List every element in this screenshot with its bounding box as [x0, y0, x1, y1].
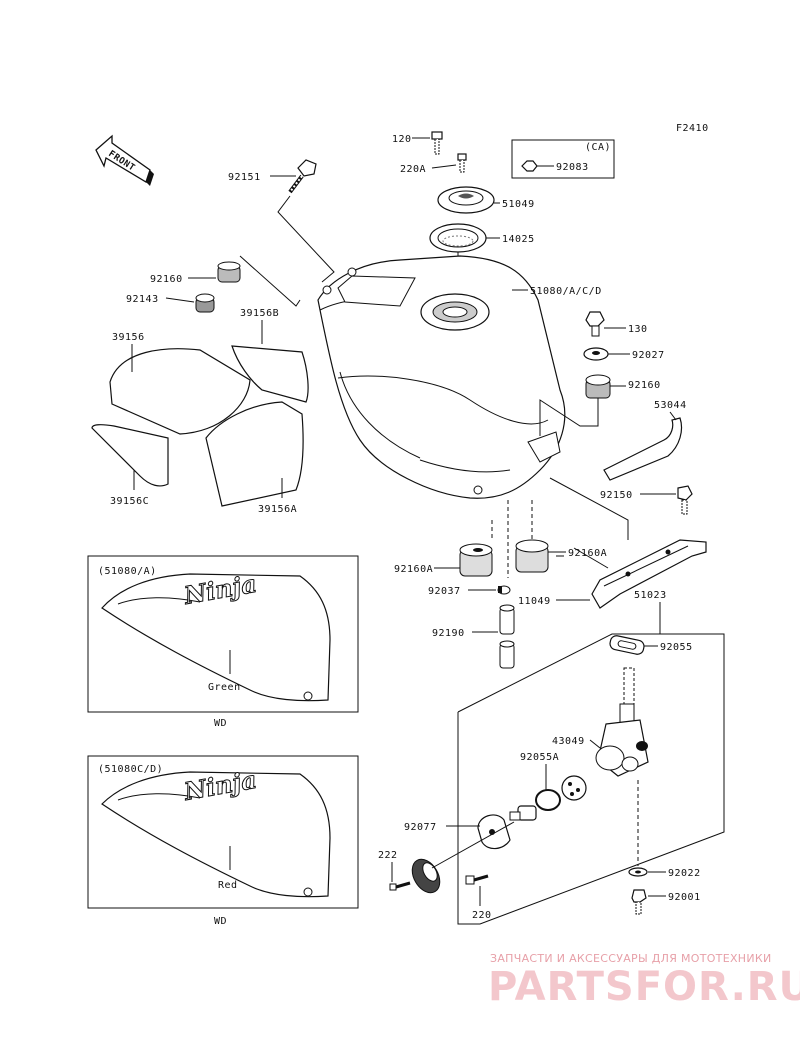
screw-220a-icon: [457, 153, 467, 173]
fuel-tank: [317, 255, 566, 499]
bolt-92001-icon: [631, 889, 647, 915]
pad-39156: [109, 348, 251, 435]
inset-cd-code: (51080C/D): [98, 764, 163, 775]
lever-shaft-icon: [509, 805, 537, 821]
washer-92022-icon: [628, 867, 648, 877]
inset-a-code: (51080/A): [98, 566, 157, 577]
knob-icon: [411, 858, 441, 894]
pad-39156c: [91, 424, 169, 487]
label-92001: 92001: [668, 892, 701, 903]
label-92190: 92190: [432, 628, 465, 639]
label-51023: 51023: [634, 590, 667, 601]
watermark-logo: PARTSFOR.RU: [488, 964, 800, 1010]
hose-92190-icon: [499, 604, 515, 669]
strip-53044: [603, 417, 683, 481]
label-39156: 39156: [112, 332, 145, 343]
label-92027: 92027: [632, 350, 665, 361]
front-arrow-icon: FRONT: [95, 134, 154, 186]
grommet-92160-right-icon: [585, 374, 611, 399]
watermark-tagline: ЗАПЧАСТИ И АКСЕССУАРЫ ДЛЯ МОТОТЕХНИКИ: [490, 952, 772, 965]
label-220A: 220A: [400, 164, 426, 175]
label-39156A: 39156A: [258, 504, 297, 515]
damper-92143-icon: [195, 293, 215, 313]
inset-51080cd: (51080C/D) Ninja Red: [87, 755, 359, 909]
inset-cd-color: Red: [218, 880, 238, 891]
label-92083: 92083: [556, 162, 589, 173]
inset-51080a: (51080/A) Ninja Green: [87, 555, 359, 713]
label-92055: 92055: [660, 642, 693, 653]
bolt-92151-icon: [288, 159, 317, 194]
bolt-120-icon: [431, 131, 443, 155]
label-92160-right: 92160: [628, 380, 661, 391]
bolt-130-icon: [585, 311, 605, 337]
diagram-code: F2410: [676, 123, 709, 134]
label-92037: 92037: [428, 586, 461, 597]
screw-220-icon: [465, 874, 489, 885]
label-92077: 92077: [404, 822, 437, 833]
fuel-cap-51049-icon: [437, 186, 495, 214]
label-120: 120: [392, 134, 412, 145]
inset-a-note: WD: [214, 718, 227, 729]
bolt-92150-icon: [677, 485, 693, 515]
label-92150: 92150: [600, 490, 633, 501]
ca-label: (CA): [585, 142, 611, 153]
gasket-92055-icon: [609, 635, 645, 655]
label-92160A-right: 92160A: [568, 548, 607, 559]
grommet-92160a-left-icon: [459, 543, 493, 577]
label-222: 222: [378, 850, 398, 861]
grommet-92160-left-icon: [217, 261, 241, 283]
label-53044: 53044: [654, 400, 687, 411]
label-220: 220: [472, 910, 492, 921]
label-130: 130: [628, 324, 648, 335]
screw-222-icon: [389, 881, 411, 891]
label-51049: 51049: [502, 199, 535, 210]
label-43049: 43049: [552, 736, 585, 747]
label-51080: 51080/A/C/D: [530, 286, 602, 297]
label-92055A: 92055A: [520, 752, 559, 763]
label-92143: 92143: [126, 294, 159, 305]
clip-92037-icon: [497, 585, 511, 595]
filler-ring-14025-icon: [429, 223, 487, 253]
label-92160A-left: 92160A: [394, 564, 433, 575]
label-92160-left: 92160: [150, 274, 183, 285]
seal-plate-icon: [561, 775, 587, 801]
oring-92055a-icon: [535, 789, 561, 811]
label-14025: 14025: [502, 234, 535, 245]
pad-39156b: [231, 345, 309, 403]
ca-box: (CA) 92083: [511, 139, 615, 179]
label-39156B: 39156B: [240, 308, 279, 319]
fuel-cock-assembly-box: [457, 633, 725, 925]
inset-cd-note: WD: [214, 916, 227, 927]
plate-92077-icon: [477, 814, 511, 850]
label-92151: 92151: [228, 172, 261, 183]
label-92022: 92022: [668, 868, 701, 879]
fuel-cock-43049: [595, 667, 649, 777]
inset-a-color: Green: [208, 682, 241, 693]
label-39156C: 39156C: [110, 496, 149, 507]
bracket-11049: [591, 539, 707, 609]
label-11049: 11049: [518, 596, 551, 607]
pad-39156a: [205, 401, 304, 507]
collar-92027-icon: [583, 347, 609, 361]
grommet-92160a-right-icon: [515, 539, 549, 573]
